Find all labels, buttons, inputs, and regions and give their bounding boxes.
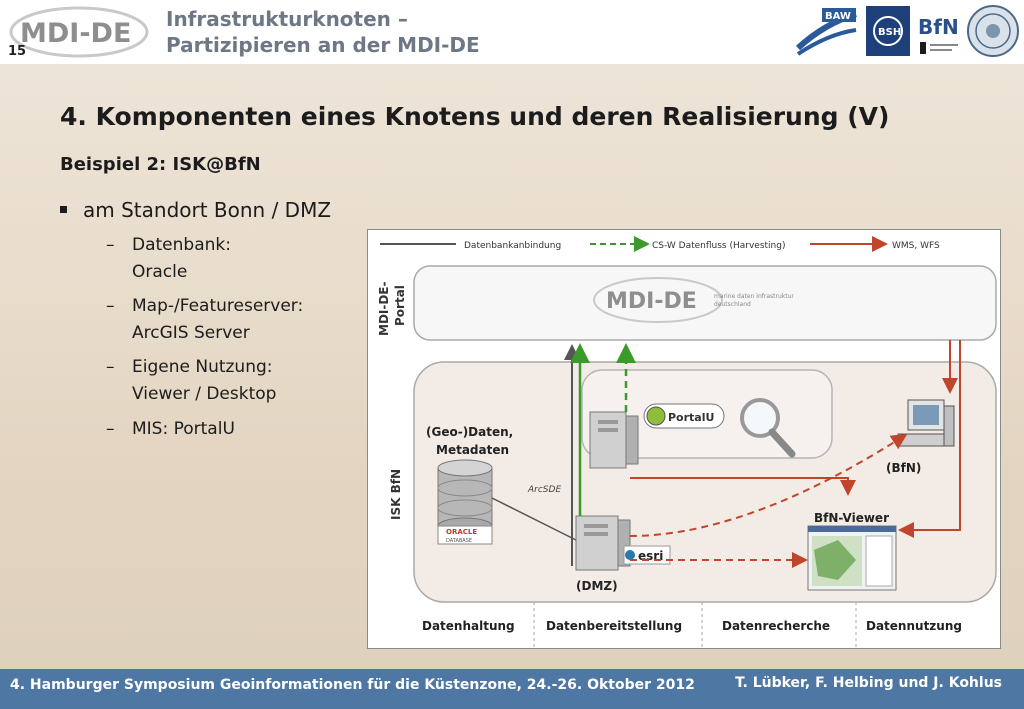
bfn-label: (BfN) — [886, 461, 921, 475]
header-title-line2: Partizipieren an der MDI-DE — [166, 33, 480, 57]
svg-text:BAW: BAW — [825, 11, 851, 22]
subitem-line: Viewer / Desktop — [132, 384, 277, 404]
oracle-label: ORACLE — [446, 528, 477, 536]
svg-text:MDI-DE: MDI-DE — [20, 18, 131, 49]
subitem-line: Datenbank: — [132, 235, 231, 255]
isk-label: ISK BfN — [389, 469, 403, 520]
column-label: Datenhaltung — [422, 619, 515, 633]
subitem-line: ArcGIS Server — [132, 323, 250, 343]
bsh-logo: BSH — [866, 6, 910, 56]
portal-logo-ring — [593, 277, 723, 323]
database-label: DATABASE — [446, 538, 472, 544]
svg-text:BfN: BfN — [918, 15, 959, 39]
university-seal-icon — [967, 5, 1019, 57]
portal-logo: MDI-DE — [606, 289, 697, 314]
baw-logo: BAW — [795, 8, 857, 56]
dmz-label: (DMZ) — [576, 579, 618, 593]
bullet-text: am Standort Bonn / DMZ — [83, 198, 332, 222]
subitem-mapserver: – Map-/Featureserver: ArcGIS Server — [106, 293, 304, 347]
geodata-label-1: (Geo-)Daten, — [426, 425, 513, 439]
header-title: Infrastrukturknoten – Partizipieren an d… — [166, 6, 480, 58]
esri-logo: esri — [623, 545, 671, 565]
legend-db: Datenbankanbindung — [464, 241, 561, 251]
geodata-label-2: Metadaten — [436, 443, 509, 457]
slide-number: 15 — [8, 44, 27, 59]
subitem-line: Eigene Nutzung: — [132, 357, 273, 377]
legend: Datenbankanbindung CS-W Datenfluss (Harv… — [380, 236, 940, 252]
subitem-mis: – MIS: PortalU — [106, 416, 235, 443]
legend-csw: CS-W Datenfluss (Harvesting) — [652, 241, 785, 251]
portal-label-1: MDI-DE- — [377, 281, 391, 336]
viewer-screenshot — [807, 525, 897, 591]
diagram-canvas: Datenbankanbindung CS-W Datenfluss (Harv… — [377, 236, 997, 648]
mdi-de-logo: MDI-DE — [9, 6, 149, 58]
database-icon: ORACLE DATABASE — [437, 459, 493, 545]
footer-authors: T. Lübker, F. Helbing und J. Kohlus — [735, 675, 1002, 691]
portal-logo-sub-2: deutschland — [714, 301, 751, 308]
column-label: Datenbereitstellung — [546, 619, 682, 633]
portalu-server-icon — [589, 411, 639, 469]
bfn-logo: BfN — [918, 15, 959, 54]
portal-logo-sub-1: marine daten infrastruktur — [714, 293, 794, 300]
svg-text:PortalU: PortalU — [668, 411, 714, 424]
header-bar: MDI-DE 15 Infrastrukturknoten – Partizip… — [0, 0, 1024, 64]
dmz-server-icon — [575, 515, 631, 571]
column-label: Datenrecherche — [722, 619, 830, 633]
portal-label-2: Portal — [393, 285, 407, 326]
magnifier-icon — [740, 398, 796, 458]
svg-text:BSH: BSH — [878, 27, 901, 38]
bullet-square-icon — [60, 206, 67, 213]
portal-box — [413, 265, 997, 341]
footer-bar: 4. Hamburger Symposium Geoinformationen … — [0, 669, 1024, 709]
viewer-label: BfN-Viewer — [814, 511, 889, 525]
subitem-usage: – Eigene Nutzung: Viewer / Desktop — [106, 354, 277, 408]
header-title-line1: Infrastrukturknoten – — [166, 7, 408, 31]
subitem-line: Map-/Featureserver: — [132, 296, 304, 316]
subitem-line: Oracle — [132, 262, 188, 282]
desktop-computer-icon — [897, 399, 955, 447]
footer-event: 4. Hamburger Symposium Geoinformationen … — [10, 677, 695, 693]
slide-subtitle: Beispiel 2: ISK@BfN — [60, 154, 261, 175]
architecture-diagram: Datenbankanbindung CS-W Datenfluss (Harv… — [367, 229, 1001, 649]
subitem-database: – Datenbank: Oracle — [106, 232, 231, 286]
portalu-logo: PortalU — [643, 403, 725, 429]
subitem-line: MIS: PortalU — [132, 419, 235, 439]
arcsde-label: ArcSDE — [527, 485, 561, 495]
slide-title: 4. Komponenten eines Knotens und deren R… — [60, 102, 890, 131]
legend-wms: WMS, WFS — [892, 241, 940, 251]
column-label: Datennutzung — [866, 619, 962, 633]
bullet-item: am Standort Bonn / DMZ — [60, 198, 331, 222]
